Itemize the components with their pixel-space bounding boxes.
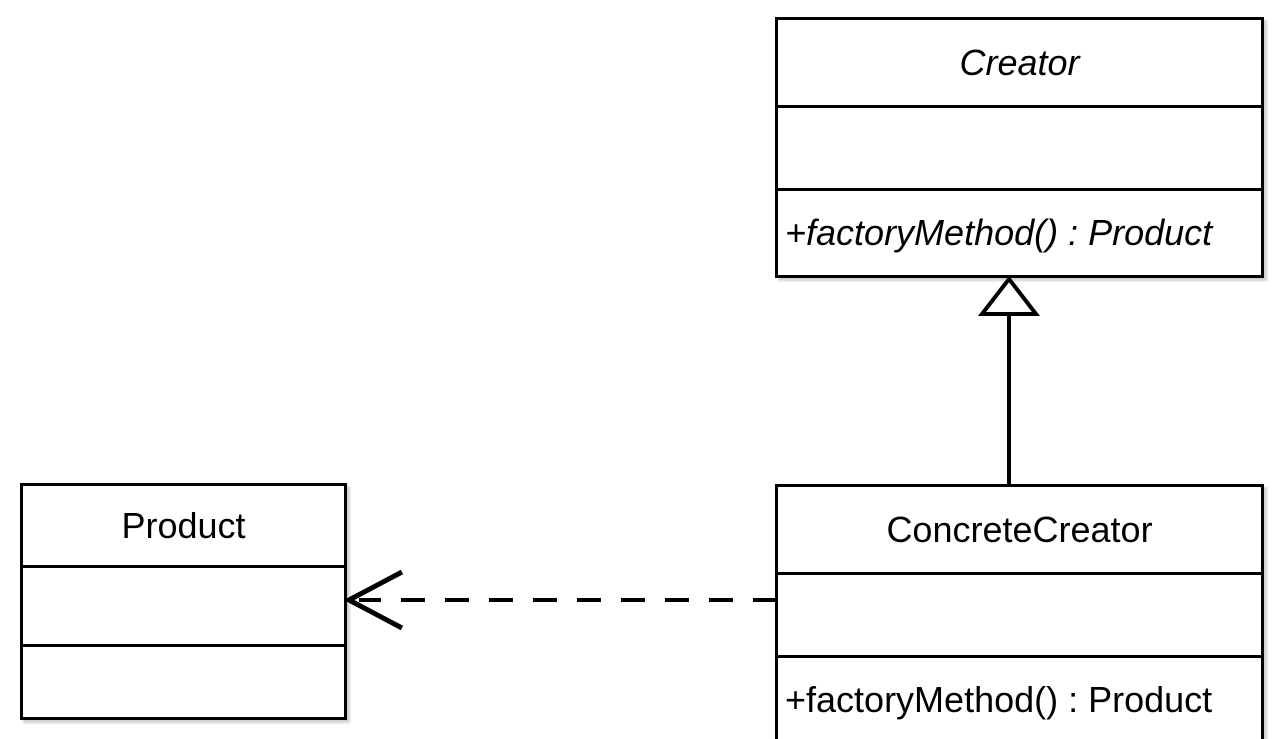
operation-label: +factoryMethod() : Product — [785, 679, 1213, 721]
class-box-concrete-creator[interactable]: ConcreteCreator +factoryMethod() : Produ… — [775, 484, 1264, 739]
class-name-label: ConcreteCreator — [886, 508, 1153, 550]
dependency-connector[interactable] — [343, 569, 777, 631]
operation-label: +factoryMethod() : Product — [785, 212, 1213, 254]
class-box-creator[interactable]: Creator +factoryMethod() : Product — [775, 17, 1264, 278]
class-name-compartment: Creator — [778, 20, 1261, 105]
class-operations-compartment: +factoryMethod() : Product — [778, 188, 1261, 275]
class-operations-compartment: +factoryMethod() : Product — [778, 655, 1261, 739]
class-name-label: Creator — [959, 41, 1080, 83]
class-operations-compartment — [23, 644, 344, 717]
class-box-product[interactable]: Product — [20, 483, 347, 720]
class-name-label: Product — [121, 504, 246, 546]
class-attributes-compartment — [778, 572, 1261, 655]
hollow-triangle-arrowhead-icon — [977, 275, 1041, 316]
class-attributes-compartment — [778, 105, 1261, 188]
class-name-compartment: Product — [23, 486, 344, 565]
open-arrowhead-icon — [343, 569, 404, 631]
class-attributes-compartment — [23, 565, 344, 644]
generalization-connector[interactable] — [977, 275, 1041, 486]
class-name-compartment: ConcreteCreator — [778, 487, 1261, 572]
